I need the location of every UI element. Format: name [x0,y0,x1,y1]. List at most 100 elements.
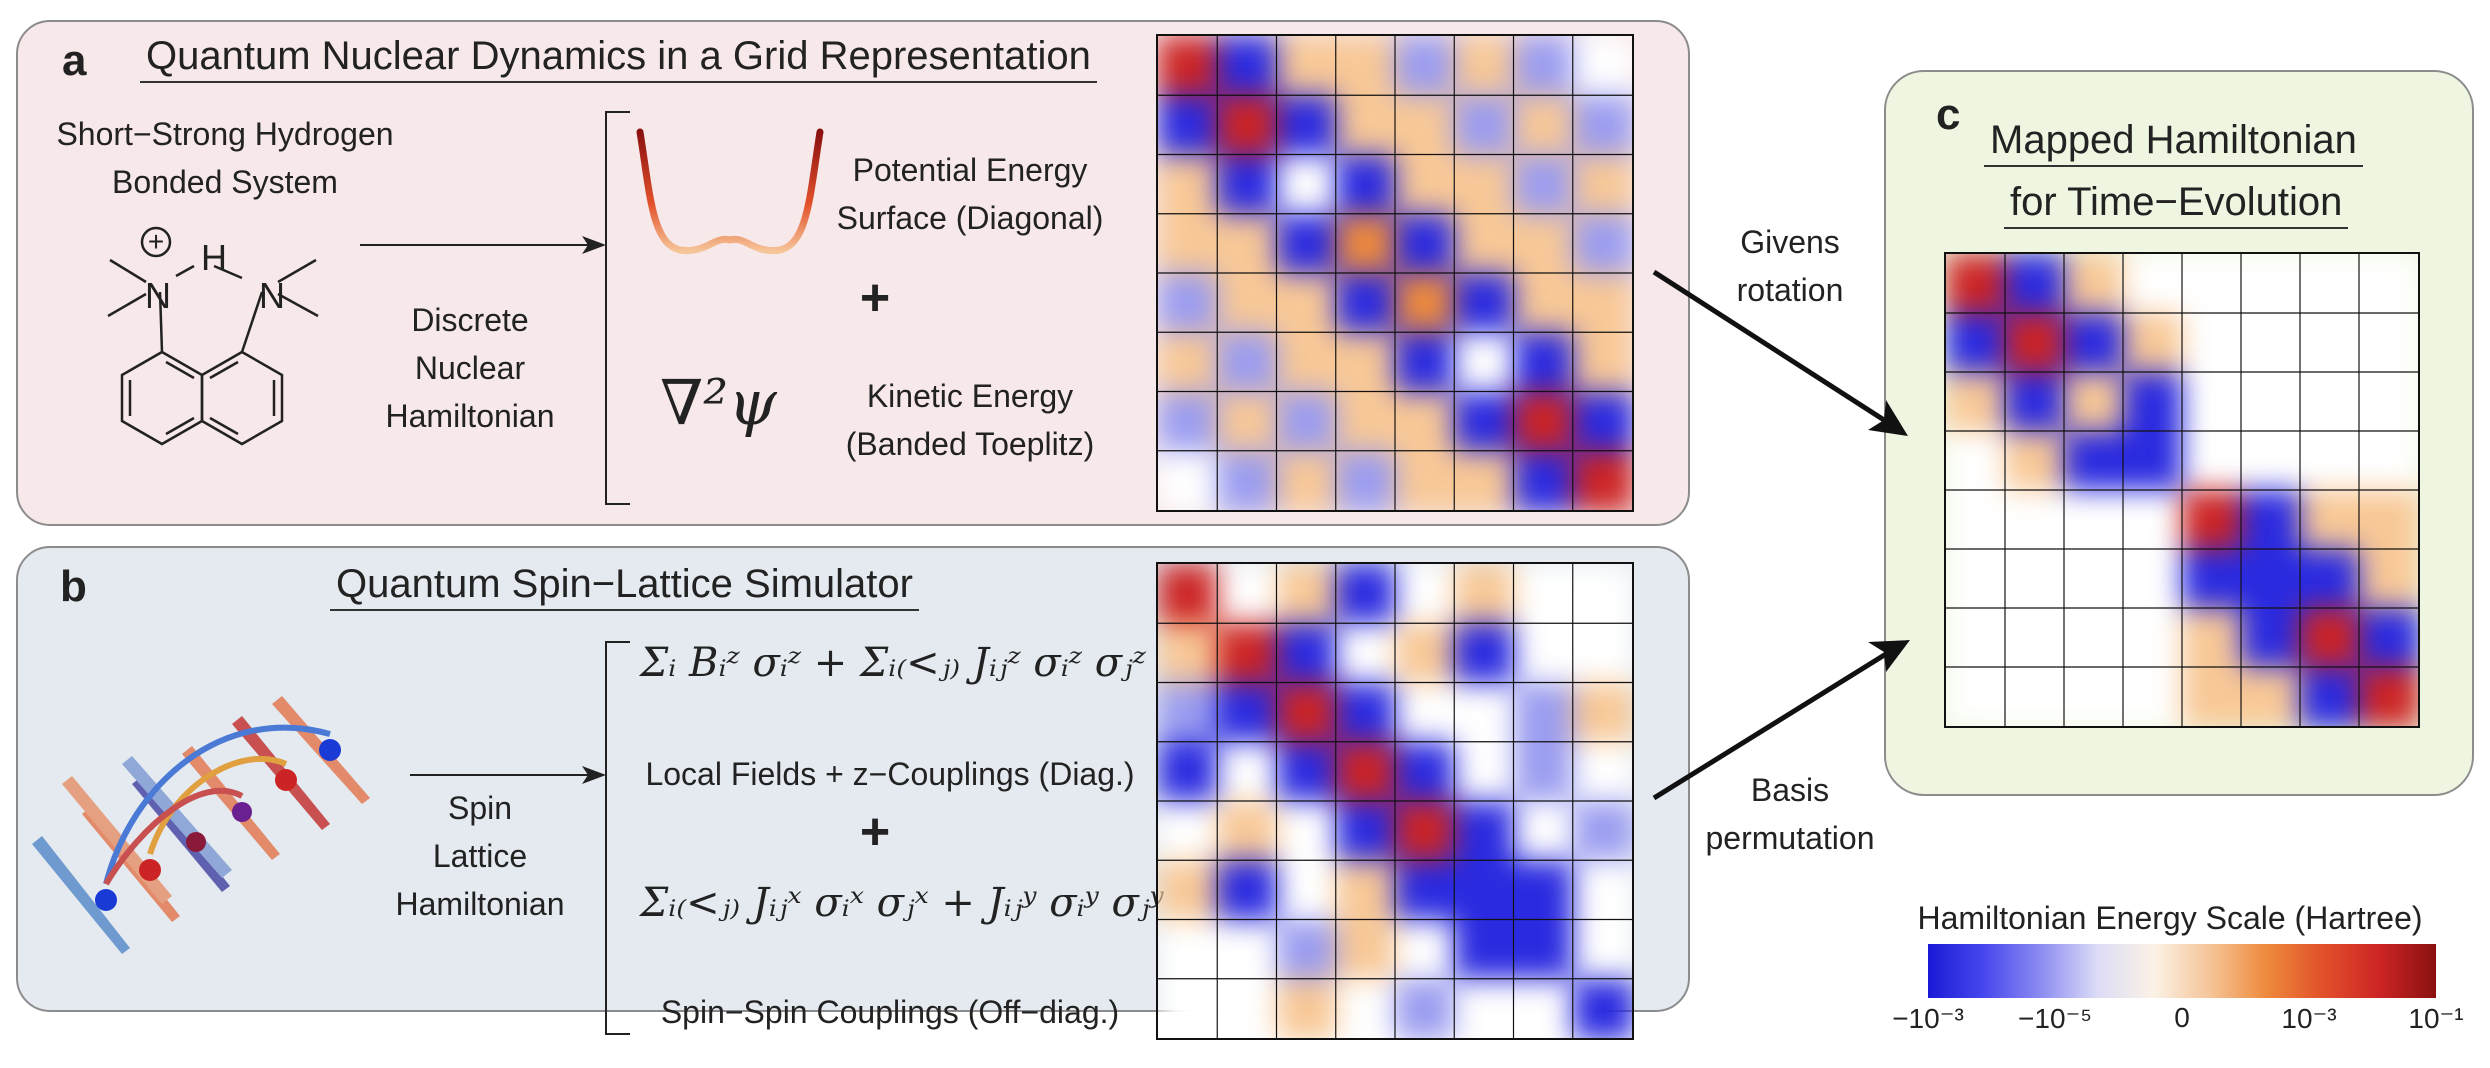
heatmap-a-cell [1572,95,1632,157]
heatmap-b-cell [1217,801,1279,863]
heatmap-b-cell [1335,978,1398,1038]
heatmap-a-grid [1158,36,1632,510]
heatmap-c-cell [2123,372,2185,434]
heatmap-b-cell [1513,860,1576,922]
panel-b-title: Quantum Spin−Lattice Simulator [330,562,919,611]
heatmap-c-cell [2123,254,2185,316]
heatmap-b-cell [1276,564,1339,626]
equation-diagonal-caption: Local Fields + z−Couplings (Diag.) [645,756,1135,792]
heatmap-b-cell [1217,564,1279,626]
heatmap-a-cell [1158,36,1220,98]
heatmap-b-cell [1276,623,1339,685]
heatmap-a-cell [1335,391,1398,454]
heatmap-c-cells [1946,254,2418,726]
heatmap-a-cell [1158,391,1220,454]
heatmap-c-cell [2241,490,2303,552]
heatmap-b-cell [1158,623,1220,685]
heatmap-b-cell [1454,564,1516,626]
heatmap-c-cell [2123,608,2185,670]
heatmap-c-cell [1946,608,2008,670]
heatmap-a-cell [1513,154,1576,217]
heatmap-a-cell [1572,154,1632,217]
heatmap-c-cell [2359,372,2418,434]
heatmap-a-cell [1335,450,1398,510]
heatmap-c-cell [2359,667,2418,726]
colorbar-title: Hamiltonian Energy Scale (Hartree) [1917,900,2423,936]
heatmap-b-cell [1335,860,1398,922]
givens-line-1: Givens [1740,224,1840,260]
heatmap-a-cell [1395,213,1457,276]
heatmap-a-cell [1276,332,1339,394]
heatmap-b-cell [1513,919,1576,982]
heatmap-c-cell [2064,490,2126,552]
givens-line-2: rotation [1736,272,1844,308]
heatmap-c-cell [1946,667,2008,726]
hamiltonian-a-line-2: Nuclear [414,350,526,386]
basis-arrow [1652,640,1910,801]
heatmap-b-cell [1395,564,1457,626]
heatmap-c-cell [2300,608,2362,670]
heatmap-a-cell [1158,273,1220,335]
heatmap-c-cell [2182,549,2244,611]
hamiltonian-b-line-3: Hamiltonian [395,886,565,922]
heatmap-a-cell [1217,36,1279,98]
atom-n-right: N [259,275,285,316]
bracket-b [605,641,630,1035]
panel-c-title-line-1: Mapped Hamiltonian [1984,118,2363,167]
heatmap-a-cell [1454,95,1516,157]
atom-h: H [201,237,227,278]
heatmap-a-cell [1158,95,1220,157]
heatmap-b-cell [1572,623,1632,685]
heatmap-a-cell [1513,36,1576,98]
bracket-a [605,111,630,505]
heatmap-c-cell [2241,667,2303,726]
heatmap-a-cell [1217,391,1279,454]
heatmap-b-cells [1158,564,1632,1038]
heatmap-c-cell [1946,490,2008,552]
heatmap-c-cell [2300,372,2362,434]
heatmap-a-cell [1513,391,1576,454]
heatmap-c-cell [2123,549,2185,611]
heatmap-b-cell [1217,623,1279,685]
heatmap-c-cell [1946,431,2008,493]
panel-a-letter: a [62,36,87,85]
heatmap-b-cell [1158,860,1220,922]
heatmap-c-cell [2359,608,2418,670]
heatmap-c-cell [2064,313,2126,375]
heatmap-c-cell [2241,431,2303,493]
arrow-a [360,236,606,254]
heatmap-a-cell [1217,213,1279,276]
heatmap-c-cell [2123,490,2185,552]
heatmap-b-cell [1454,741,1516,804]
heatmap-a-cell [1513,273,1576,335]
heatmap-b-cell [1454,801,1516,863]
heatmap-a-cell [1395,450,1457,510]
heatmap-c-cell [2359,431,2418,493]
heatmap-c-cell [1946,372,2008,434]
heatmap-b-cell [1276,978,1339,1038]
heatmap-c-cell [2241,254,2303,316]
heatmap-a-cell [1454,391,1516,454]
panel-b-letter: b [60,562,87,611]
heatmap-a-cell [1454,332,1516,394]
heatmap-b-cell [1335,801,1398,863]
heatmap-c-cell [2064,372,2126,434]
heatmap-c-cell [2241,313,2303,375]
heatmap-b-cell [1572,682,1632,745]
heatmap-b-cell [1572,741,1632,804]
heatmap-c-cell [2359,313,2418,375]
heatmap-a-cell [1217,154,1279,217]
heatmap-a-cells [1158,36,1632,510]
heatmap-a-cell [1158,213,1220,276]
colorbar-tick-label: 10⁻³ [2281,1003,2337,1034]
heatmap-b-cell [1395,801,1457,863]
heatmap-c-cell [2359,490,2418,552]
heatmap-a [1156,34,1634,512]
molecule-drawing [107,226,319,446]
heatmap-b-cell [1335,682,1398,745]
heatmap-c-cell [2064,667,2126,726]
heatmap-c-cell [2241,608,2303,670]
heatmap-a-cell [1572,391,1632,454]
heatmap-a-cell [1276,213,1339,276]
heatmap-b-grid [1158,564,1632,1038]
